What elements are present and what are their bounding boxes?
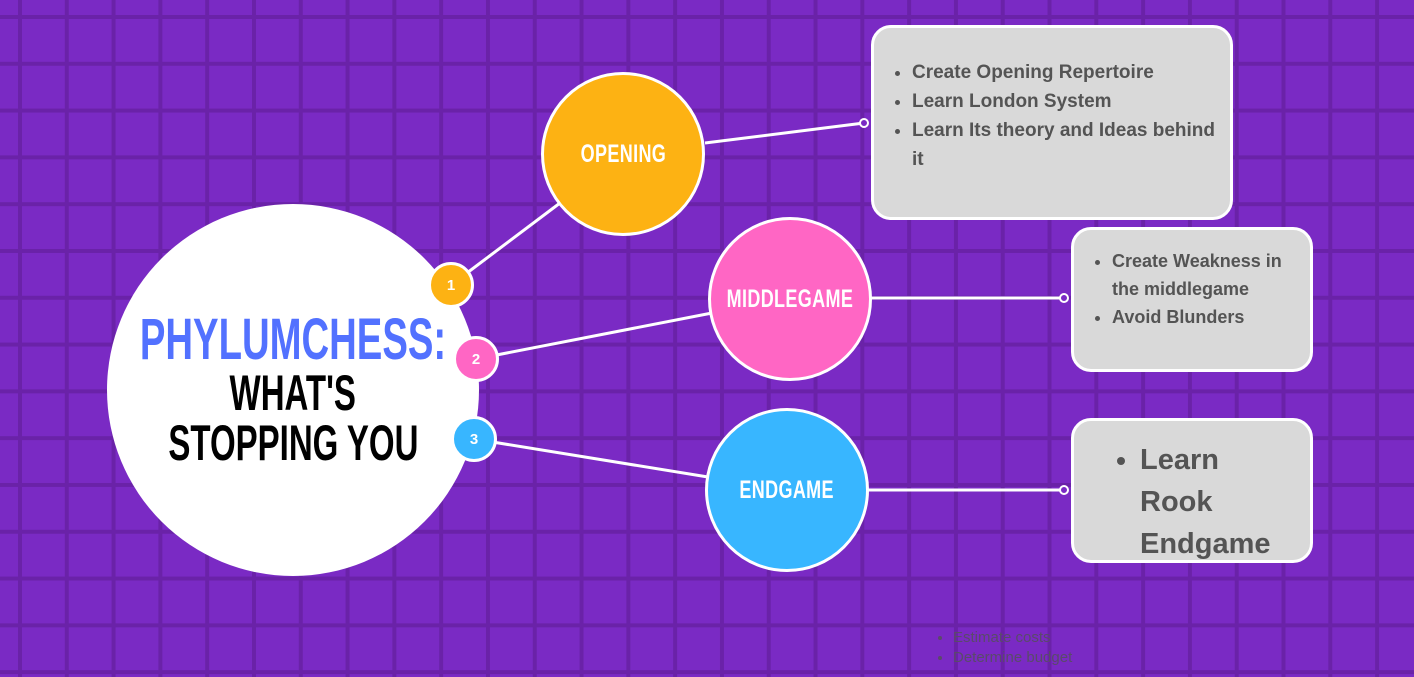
node-label: ENDGAME	[739, 475, 835, 504]
node-label: OPENING	[580, 139, 666, 168]
opening-node: OPENING	[541, 72, 705, 236]
list-item: Create Opening Repertoire	[912, 58, 1230, 87]
badge-number: 1	[446, 276, 456, 294]
title-line-1: PHYLUMCHESS:	[139, 307, 447, 372]
connector-3	[473, 437, 709, 479]
endgame-notes: Learn Rook Endgame	[1071, 418, 1313, 563]
middlegame-notes: Create Weakness in the middlegame Avoid …	[1071, 227, 1313, 372]
hidden-list: Estimate costs Determine budget	[935, 628, 1072, 668]
list-item: Learn Its theory and Ideas behind it	[912, 116, 1230, 174]
badge-number: 3	[469, 430, 479, 448]
badge-number: 2	[471, 350, 481, 368]
connector-opening-box	[704, 121, 865, 145]
opening-notes: Create Opening Repertoire Learn London S…	[871, 25, 1233, 220]
connector-dot	[1059, 293, 1069, 303]
central-topic: PHYLUMCHESS: WHAT'S STOPPING YOU	[107, 204, 479, 576]
endgame-node: ENDGAME	[705, 408, 869, 572]
list-item: Determine budget	[953, 648, 1072, 668]
list-item: Avoid Blunders	[1112, 303, 1300, 331]
list-item: Learn Rook Endgame	[1140, 439, 1290, 560]
node-label: MIDDLEGAME	[726, 284, 854, 313]
list-item: Learn London System	[912, 87, 1230, 116]
connector-2	[475, 311, 713, 361]
list-item: Create Weakness in the middlegame	[1112, 247, 1300, 303]
list-item: Estimate costs	[953, 628, 1072, 648]
title-line-3: STOPPING YOU	[167, 415, 419, 471]
number-badge-3: 3	[451, 416, 497, 462]
connector-dot	[859, 118, 869, 128]
title-line-2: WHAT'S	[229, 365, 357, 421]
number-badge-1: 1	[428, 262, 474, 308]
middlegame-node: MIDDLEGAME	[708, 217, 872, 381]
connector-dot	[1059, 485, 1069, 495]
number-badge-2: 2	[453, 336, 499, 382]
